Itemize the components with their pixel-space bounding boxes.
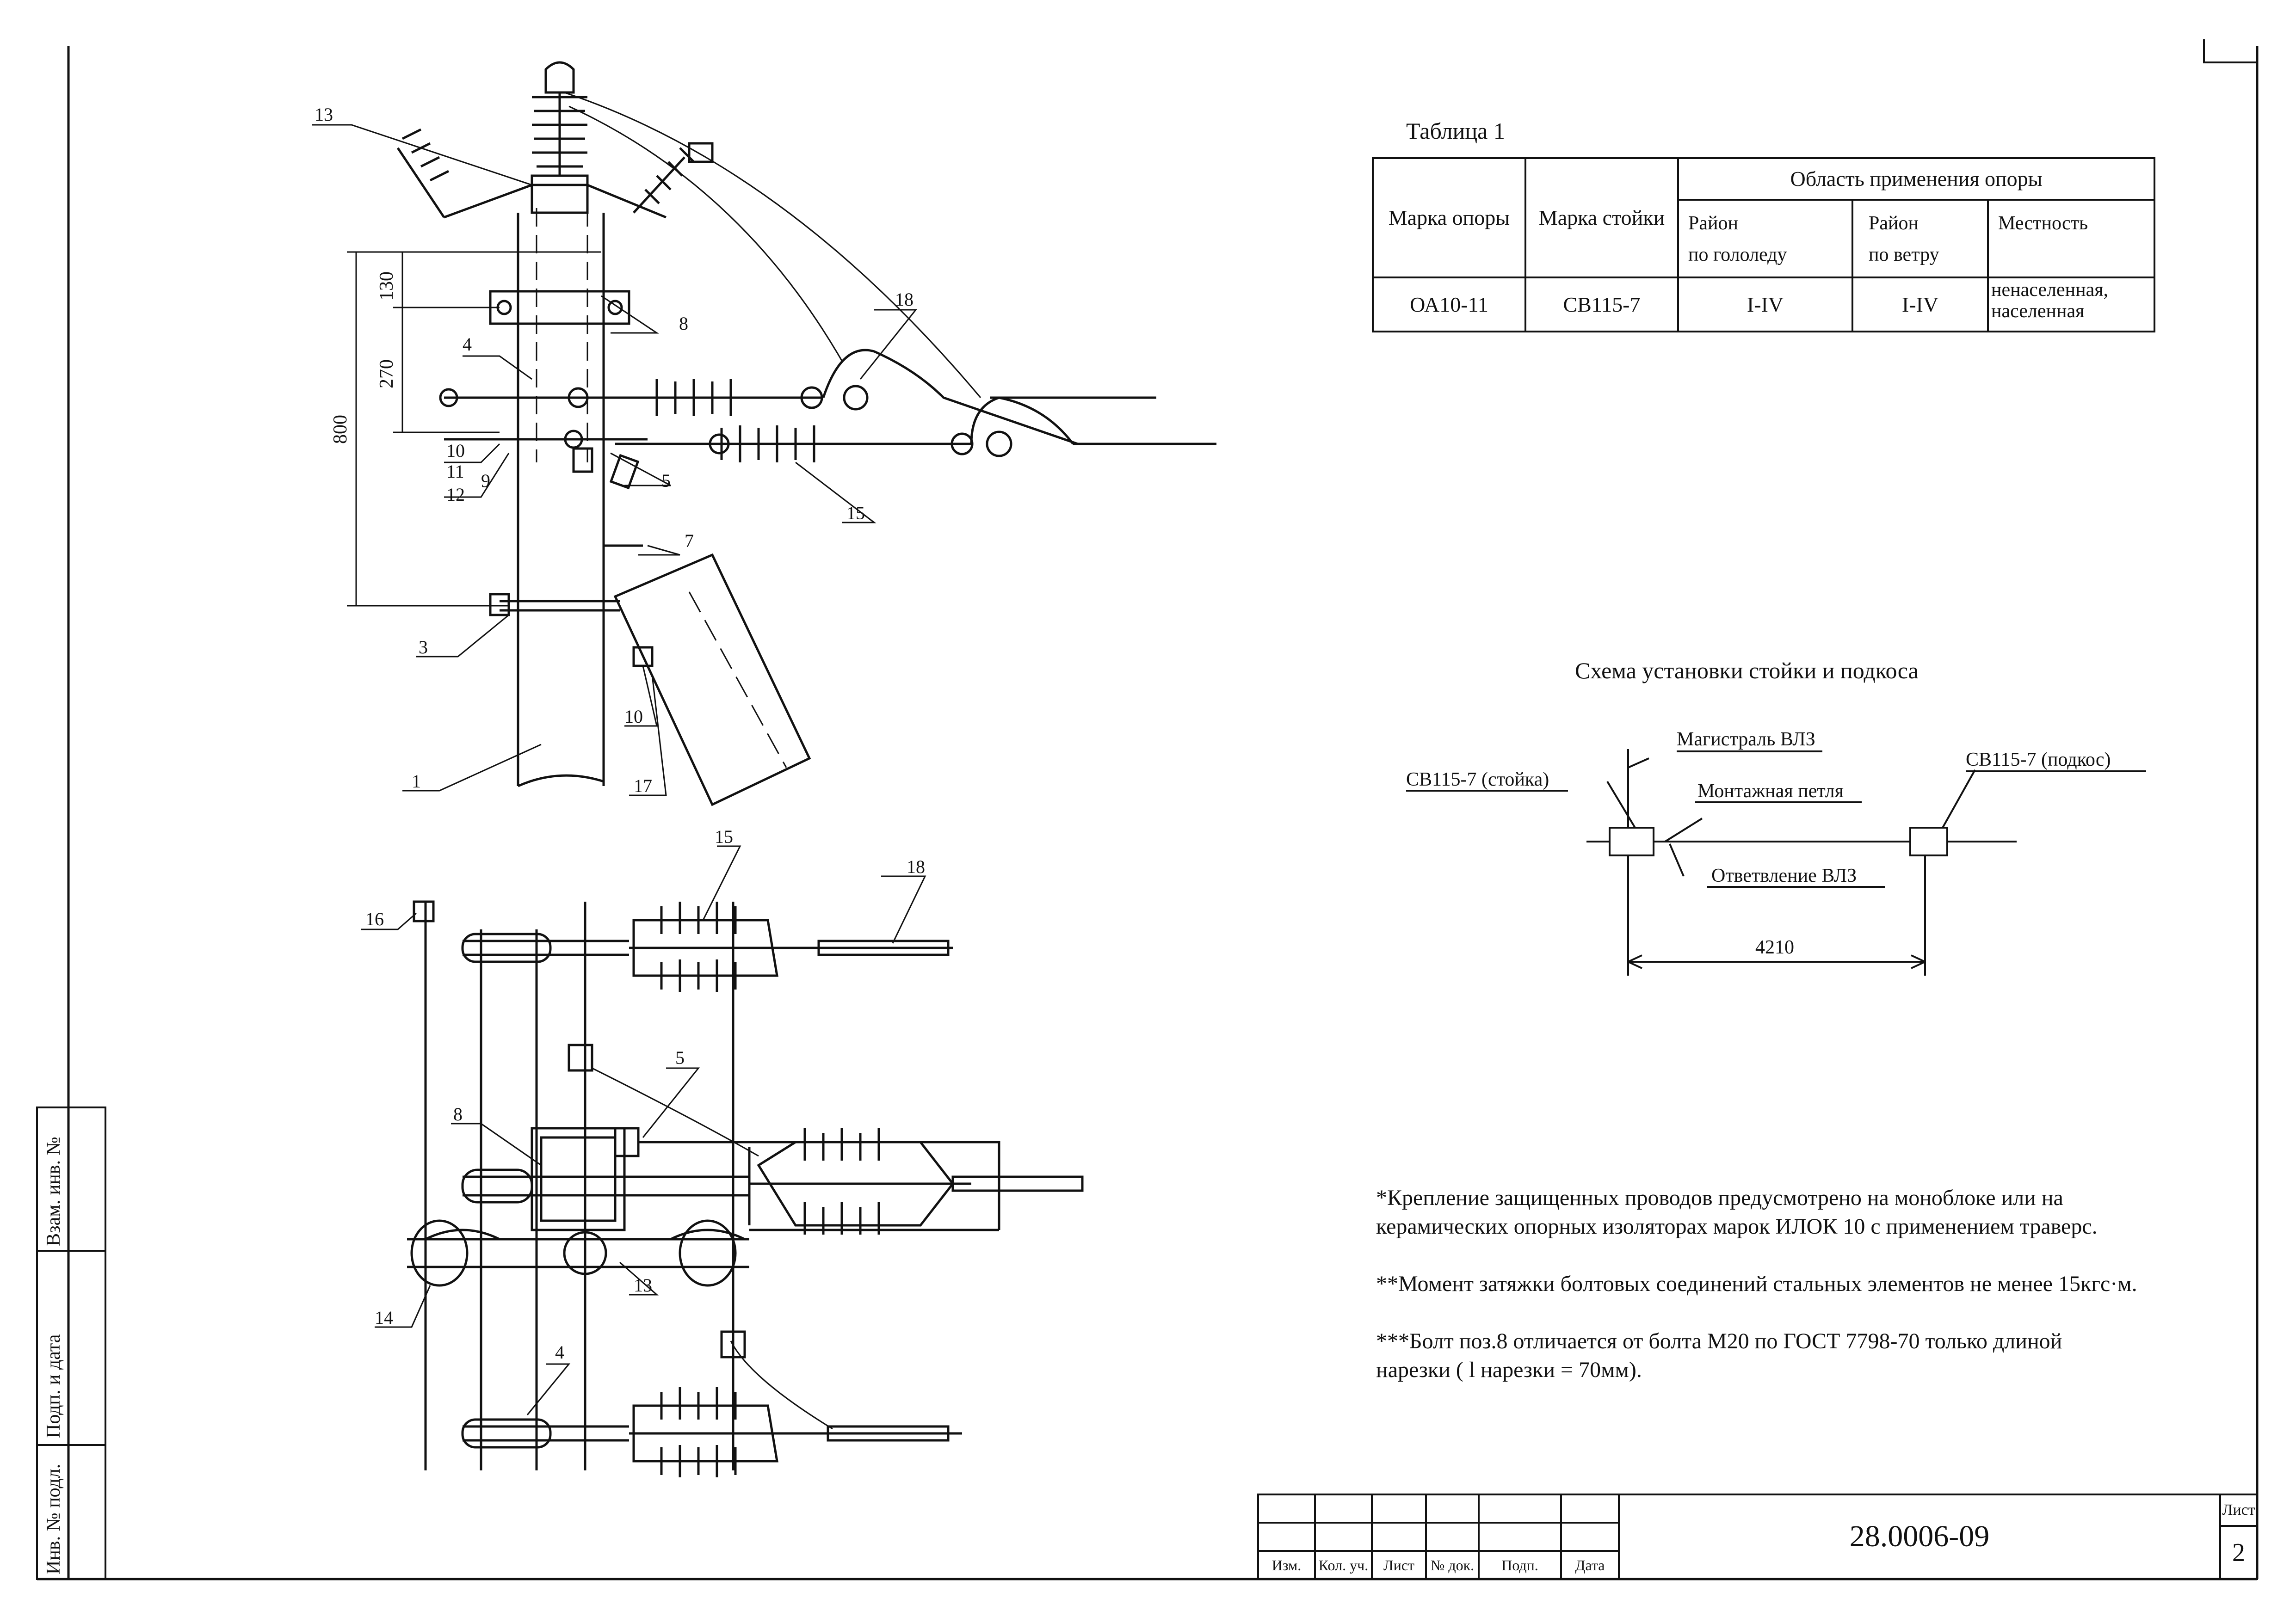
bottom-drawing [361, 845, 1084, 1477]
callout-15-bottom: 15 [715, 826, 733, 847]
header-mark-support: Марка опоры [1388, 206, 1510, 230]
note-2: **Момент затяжки болтовых соединений ста… [1376, 1272, 2137, 1296]
callout-14: 14 [375, 1307, 393, 1328]
top-drawing [312, 61, 1216, 806]
callout-18-top: 18 [895, 289, 913, 310]
cell-ice: I-IV [1747, 292, 1784, 316]
cell-mark-post: СВ115-7 [1563, 292, 1641, 316]
dim-270: 270 [376, 359, 397, 388]
header-wind-line2: по ветру [1869, 244, 1939, 265]
header-area: Область применения опоры [1790, 167, 2043, 191]
callout-1: 1 [412, 771, 421, 792]
callout-10-top: 10 [446, 440, 465, 461]
header-ice-line2: по гололеду [1688, 244, 1787, 265]
stamp-inv-original: Инв. № подл. [43, 1463, 64, 1574]
installation-scheme [1406, 749, 2146, 976]
tb-col-list: Лист [1383, 1556, 1414, 1574]
callout-10-brace: 10 [624, 706, 643, 727]
callout-11: 11 [446, 461, 464, 482]
callout-5-bottom: 5 [675, 1047, 685, 1068]
scheme-title: Схема установки стойки и подкоса [1575, 658, 1919, 683]
scheme-brace-label: СВ115-7 (подкос) [1966, 749, 2111, 770]
callout-13-bottom: 13 [634, 1275, 652, 1296]
header-terrain: Местность [1998, 213, 2088, 234]
callout-13-top: 13 [315, 104, 333, 125]
cell-wind: I-IV [1901, 292, 1939, 316]
note-1: *Крепление защищенных проводов предусмот… [1376, 1186, 2098, 1239]
callout-16: 16 [365, 909, 384, 929]
scheme-main-line: Магистраль ВЛЗ [1677, 729, 1815, 750]
sheet-number: 2 [2232, 1538, 2245, 1567]
callout-12: 12 [446, 484, 465, 505]
callout-8-bottom: 8 [453, 1104, 463, 1125]
callout-15-top: 15 [846, 503, 865, 523]
scheme-post-label: СВ115-7 (стойка) [1406, 769, 1549, 790]
cell-terrain-line1: ненаселенная, [1991, 279, 2109, 301]
doc-number: 28.0006-09 [1849, 1519, 1990, 1554]
dim-130: 130 [376, 271, 397, 301]
callout-3: 3 [419, 637, 428, 658]
callout-4-bottom: 4 [555, 1342, 564, 1363]
tb-col-izm: Изм. [1271, 1556, 1302, 1574]
cell-terrain-line2: населенная [1991, 301, 2085, 322]
callout-9: 9 [481, 470, 490, 491]
callout-5-top: 5 [661, 470, 671, 491]
table1-caption: Таблица 1 [1406, 118, 1505, 144]
scheme-branch-label: Ответвление ВЛЗ [1711, 865, 1857, 886]
callout-7: 7 [685, 530, 694, 551]
stamp-sign-date: Подп. и дата [43, 1334, 64, 1438]
callout-18-bottom: 18 [907, 856, 925, 877]
callout-4-top: 4 [463, 334, 472, 355]
note-3: ***Болт поз.8 отличается от болта М20 по… [1376, 1329, 2062, 1382]
dim-800: 800 [330, 415, 351, 444]
scheme-distance: 4210 [1755, 937, 1794, 958]
header-wind-line1: Район [1869, 213, 1919, 234]
scheme-loop-label: Монтажная петля [1697, 781, 1844, 802]
sheet-label: Лист [2222, 1501, 2255, 1518]
header-ice-line1: Район [1688, 213, 1738, 234]
callout-8-top: 8 [679, 313, 688, 334]
callout-17: 17 [634, 775, 652, 796]
header-mark-post: Марка стойки [1538, 206, 1665, 230]
corner-mark [2203, 39, 2257, 63]
title-block-grid [1257, 1494, 2258, 1580]
table1-grid [1372, 157, 2155, 332]
stamp-replace-inv: Взам. инв. № [43, 1137, 64, 1246]
side-stamp-grid [36, 1107, 106, 1580]
tb-col-doc: № док. [1430, 1556, 1475, 1574]
tb-col-kol: Кол. уч. [1318, 1556, 1369, 1574]
cell-mark-support: ОА10-11 [1410, 292, 1488, 316]
tb-col-date: Дата [1575, 1556, 1605, 1574]
tb-col-sign: Подп. [1501, 1556, 1538, 1574]
